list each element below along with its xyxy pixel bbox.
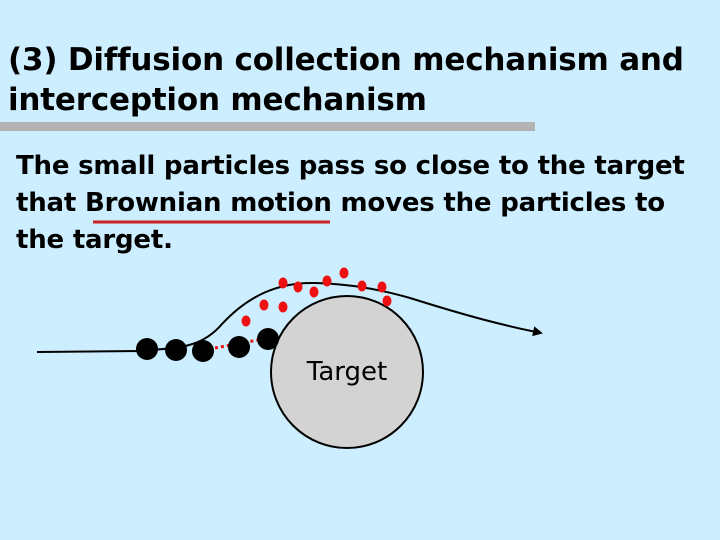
small-particle (357, 280, 367, 292)
small-particle (382, 295, 392, 307)
small-particle (278, 301, 288, 313)
small-particle (259, 299, 269, 311)
slide-body-text: The small particles pass so close to the… (16, 148, 716, 259)
small-particles (241, 267, 392, 327)
small-particle (309, 286, 319, 298)
slide-title-line-1: (3) Diffusion collection mechanism and (8, 42, 684, 78)
large-particles (136, 328, 279, 362)
slide-title: (3) Diffusion collection mechanism and i… (8, 40, 708, 120)
body-line-1: The small particles pass so close to the… (16, 151, 685, 181)
small-particle (339, 267, 349, 279)
large-particle (136, 338, 158, 360)
particle-dotted-trail (214, 338, 259, 350)
slide-title-line-2: interception mechanism (8, 82, 427, 118)
small-particle (241, 315, 251, 327)
small-particle (322, 275, 332, 287)
incoming-flow-arrow (36, 346, 148, 357)
small-particle (377, 281, 387, 293)
target-label: Target (306, 357, 388, 387)
small-particle (293, 281, 303, 293)
body-line-3: the target. (16, 225, 173, 255)
large-particle (192, 340, 214, 362)
small-particle (278, 277, 288, 289)
flow-streamline (144, 281, 543, 351)
large-particle (257, 328, 279, 350)
target-circle (270, 295, 424, 449)
title-underline-bar (0, 122, 535, 131)
body-line-2: that Brownian motion moves the particles… (16, 188, 665, 218)
large-particle (228, 336, 250, 358)
large-particle (165, 339, 187, 361)
